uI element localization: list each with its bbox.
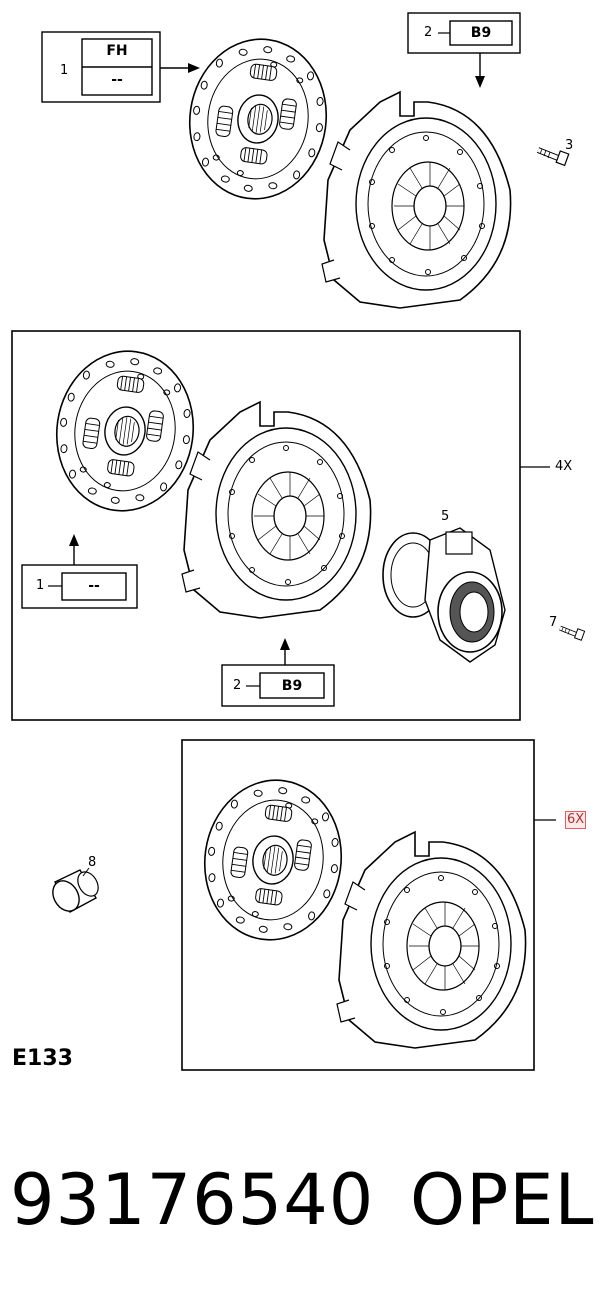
callout-7-number: 7 [549,615,558,630]
callout-2-top-code: B9 [470,25,492,41]
pilot-bushing [52,867,99,913]
part-number: 93176540 [10,1159,375,1241]
callout-2-mid-code: B9 [281,678,303,694]
callout-1-mid-code: -- [88,578,100,594]
callout-3-number: 3 [565,138,574,153]
release-bearing [382,527,506,663]
callout-5-number: 5 [441,509,450,524]
diagram-code: E133 [12,1046,73,1071]
callout-2-top-number: 2 [424,25,433,40]
brand-name: OPEL [410,1159,595,1241]
callout-1-top-code-2: -- [111,72,123,88]
callout-1-mid-number: 1 [36,578,45,593]
callout-8-number: 8 [88,855,97,870]
callout-6x: 6X [565,811,587,829]
callout-1-top-code: FH [106,43,128,59]
callout-4x: 4X [555,459,573,474]
callout-1-top-number: 1 [60,63,69,78]
callout-2-mid-number: 2 [233,678,242,693]
